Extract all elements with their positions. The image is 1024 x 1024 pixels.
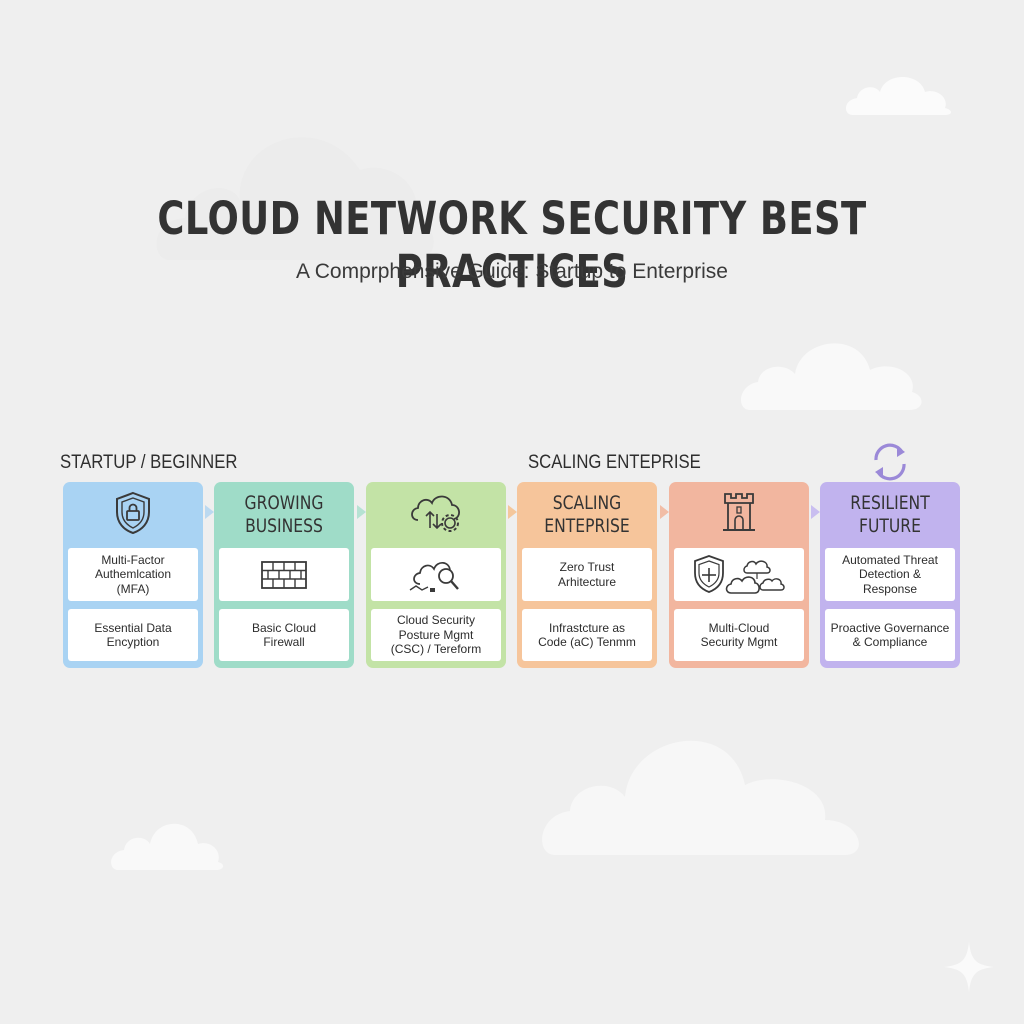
practice-cspm: Cloud Security Posture Mgmt (CSC) / Tere… bbox=[371, 609, 501, 661]
stage-heading: GROWING BUSINESS bbox=[227, 492, 342, 538]
practice-text-line: (MFA) bbox=[116, 581, 150, 596]
practice-data-encryption: Essential Data Encyption bbox=[68, 609, 198, 661]
stage-heading-line: GROWING bbox=[244, 492, 324, 514]
background-cloud-icon bbox=[542, 740, 859, 855]
practice-basic-firewall: Basic Cloud Firewall bbox=[219, 609, 349, 661]
flow-arrow-icon bbox=[205, 505, 214, 519]
stage-card-growing-business: GROWING BUSINESS Basic Cloud Firewall bbox=[214, 482, 354, 668]
stage-card-startup: Multi-Factor Authemlcation (MFA) Essenti… bbox=[63, 482, 203, 668]
sparkle-icon bbox=[944, 942, 994, 992]
stage-heading: RESILIENT FUTURE bbox=[833, 492, 948, 538]
page-title: CLOUD NETWORK SECURITY BEST PRACTICES bbox=[157, 192, 867, 298]
flow-arrow-icon bbox=[508, 505, 517, 519]
practice-text-line: Multi-Factor bbox=[101, 552, 165, 567]
practice-text-line: Basic Cloud bbox=[251, 620, 317, 635]
practice-governance: Proactive Governance & Compliance bbox=[825, 609, 955, 661]
stage-card-scaling-enterprise: SCALING ENTEPRISE Zero Trust Arhitecture… bbox=[517, 482, 657, 668]
background-cloud-icon bbox=[845, 77, 951, 115]
practice-text-line: Infrastcture as bbox=[548, 620, 626, 635]
practice-threat-detection: Automated Threat Detection & Response bbox=[825, 548, 955, 601]
background-cloud-icon bbox=[111, 823, 224, 870]
stage-heading-line: RESILIENT bbox=[850, 492, 930, 514]
flow-arrow-icon bbox=[811, 505, 820, 519]
practice-zero-trust: Zero Trust Arhitecture bbox=[522, 548, 652, 601]
shield-clouds-icon bbox=[694, 554, 785, 594]
practice-text-line: Detection & bbox=[858, 567, 922, 582]
practice-text-line: & Compliance bbox=[852, 635, 928, 649]
practice-text-line: Proactive Governance bbox=[830, 620, 950, 635]
practice-mfa: Multi-Factor Authemlcation (MFA) bbox=[68, 548, 198, 601]
stage-card-multicloud: Multi-Cloud Security Mgmt bbox=[669, 482, 809, 668]
stage-heading: SCALING ENTEPRISE bbox=[530, 492, 645, 538]
stage-heading-line: ENTEPRISE bbox=[544, 515, 630, 537]
practice-multicloud-visual bbox=[674, 548, 804, 601]
stage-card-resilient-future: RESILIENT FUTURE Automated Threat Detect… bbox=[820, 482, 960, 668]
flow-arrow-icon bbox=[357, 505, 366, 519]
practice-iac: Infrastcture as Code (aC) Tenmm bbox=[522, 609, 652, 661]
practice-text-line: Security Mgmt bbox=[700, 635, 778, 649]
background-cloud-icon bbox=[740, 343, 922, 410]
stage-label-scaling: SCALING ENTEPRISE bbox=[528, 452, 701, 473]
practice-firewall-visual bbox=[219, 548, 349, 601]
practice-text-line: Zero Trust bbox=[559, 560, 615, 574]
flow-arrow-icon bbox=[660, 505, 669, 519]
firewall-brick-icon bbox=[261, 560, 307, 589]
stage-heading-line: SCALING bbox=[552, 492, 622, 514]
cloud-magnifier-icon bbox=[409, 561, 459, 592]
refresh-cycle-icon bbox=[874, 443, 906, 481]
practice-cspm-visual bbox=[371, 548, 501, 601]
practice-text-line: Multi-Cloud bbox=[708, 620, 770, 635]
practice-text-line: Arhitecture bbox=[557, 574, 617, 589]
practice-text-line: Automated Threat bbox=[842, 552, 938, 567]
practice-text-line: Authemlcation bbox=[94, 567, 172, 582]
stage-label-startup: STARTUP / BEGINNER bbox=[60, 452, 238, 473]
stage-heading-line: BUSINESS bbox=[245, 515, 323, 537]
background-cloud-icon bbox=[156, 137, 434, 260]
page-subtitle: A Comprphensive Guide: Startup to Enterp… bbox=[296, 260, 728, 283]
cloud-gear-icon bbox=[411, 495, 460, 532]
practice-text-line: (CSC) / Tereform bbox=[390, 642, 482, 657]
practice-text-line: Posture Mgmt bbox=[398, 627, 474, 642]
practice-text-line: Cloud Security bbox=[396, 613, 476, 628]
stage-heading-line: FUTURE bbox=[859, 515, 921, 537]
practice-text-line: Response bbox=[862, 581, 918, 596]
practice-multicloud: Multi-Cloud Security Mgmt bbox=[674, 609, 804, 661]
tower-icon bbox=[723, 493, 755, 531]
shield-lock-icon bbox=[116, 491, 150, 535]
practice-text-line: Code (aC) Tenmm bbox=[538, 635, 636, 649]
stage-card-cloud-posture: Cloud Security Posture Mgmt (CSC) / Tere… bbox=[366, 482, 506, 668]
practice-text-line: Encyption bbox=[106, 635, 160, 649]
practice-text-line: Essential Data bbox=[94, 620, 172, 635]
practice-text-line: Firewall bbox=[263, 635, 305, 649]
